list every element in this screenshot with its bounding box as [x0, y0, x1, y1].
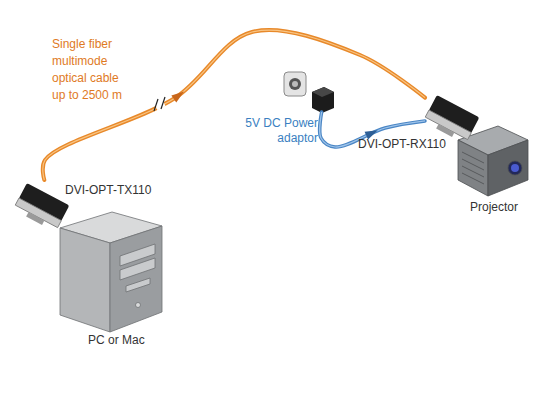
node-label: DVI-OPT-TX110: [65, 183, 185, 198]
node-label: Projector: [470, 200, 535, 215]
node-label: DVI-OPT-RX110: [358, 137, 478, 152]
fiber-cable: [43, 30, 425, 180]
power-adaptor: 5V DC Power adaptor: [310, 86, 334, 112]
node-label: PC or Mac: [88, 333, 178, 348]
node-label: 5V DC Power adaptor: [240, 116, 318, 146]
projector: Projector: [455, 126, 529, 197]
transmitter-device: [13, 183, 69, 232]
receiver: DVI-OPT-RX110: [425, 95, 481, 137]
arrow-head: [171, 92, 184, 103]
fiber-cable: [43, 30, 425, 180]
wall-socket: [284, 72, 306, 96]
power-adaptor-illustration: [312, 87, 334, 113]
receiver-device: [423, 95, 479, 144]
cable-highlight: [43, 30, 425, 180]
computer: PC or Mac: [58, 212, 162, 332]
pc-tower: [60, 212, 162, 332]
transmitter: DVI-OPT-TX110: [15, 180, 72, 228]
cable-label: Single fiber multimode optical cable up …: [52, 36, 132, 104]
